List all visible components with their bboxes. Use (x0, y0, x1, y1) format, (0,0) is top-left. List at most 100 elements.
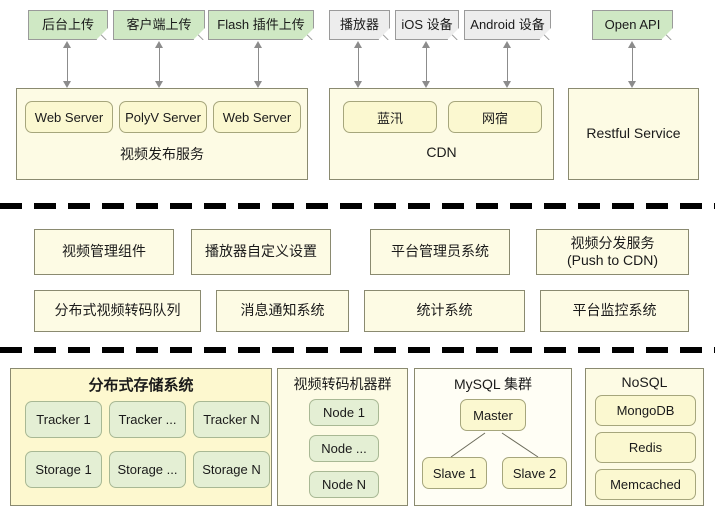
note-label: Open API (604, 16, 661, 32)
arrow-head-up-icon (354, 41, 362, 48)
chip-label: Web Server (222, 109, 292, 125)
box-label: 消息通知系统 (240, 302, 325, 319)
note-backend-upload[interactable]: 后台上传 (28, 10, 108, 40)
chip-web-server-2[interactable]: Web Server (213, 101, 301, 133)
chip-label: Master (473, 407, 513, 423)
arrow-head-up-icon (422, 41, 430, 48)
arrow-head-up-icon (155, 41, 163, 48)
panel-distributed-storage-system[interactable]: 分布式存储系统 Tracker 1 Tracker ... Tracker N … (10, 368, 272, 506)
fold-corner-icon (96, 28, 108, 40)
arrow-head-down-icon (155, 81, 163, 88)
chip-label: Storage 1 (35, 462, 92, 477)
chip-label: Slave 2 (512, 465, 557, 481)
panel-title-mysql-cluster: MySQL 集群 (453, 376, 533, 392)
arrow-android-to-cdn (503, 41, 512, 88)
arrow-head-down-icon (254, 81, 262, 88)
chip-storage-1[interactable]: Storage 1 (25, 451, 102, 488)
chip-label: Node N (321, 477, 367, 492)
box-message-notification-system[interactable]: 消息通知系统 (216, 290, 349, 332)
container-caption-restful-service: Restful Service (586, 125, 681, 141)
chip-node-1[interactable]: Node 1 (309, 399, 379, 426)
box-video-management-component[interactable]: 视频管理组件 (34, 229, 174, 275)
note-flash-plugin-upload[interactable]: Flash 插件上传 (208, 10, 314, 40)
section-separator-bottom (0, 347, 715, 353)
chip-web-server-1[interactable]: Web Server (25, 101, 113, 133)
chip-label: Redis (628, 440, 663, 455)
chip-storage-n[interactable]: Storage N (193, 451, 270, 488)
arrow-shaft (632, 46, 633, 83)
container-video-publish-service[interactable]: Web Server PolyV Server Web Server 视频发布服… (16, 88, 308, 180)
chip-label: Tracker 1 (36, 412, 91, 427)
arrow-head-down-icon (354, 81, 362, 88)
chip-redis[interactable]: Redis (595, 432, 696, 463)
note-label: Android 设备 (470, 16, 545, 32)
container-caption-cdn: CDN (426, 144, 457, 160)
box-platform-admin-system[interactable]: 平台管理员系统 (370, 229, 510, 275)
box-platform-monitoring-system[interactable]: 平台监控系统 (540, 290, 689, 332)
box-label: 视频管理组件 (62, 243, 146, 260)
arrow-head-down-icon (628, 81, 636, 88)
arrow-head-up-icon (628, 41, 636, 48)
chip-mysql-slave-1[interactable]: Slave 1 (422, 457, 487, 489)
panel-nosql[interactable]: NoSQL MongoDB Redis Memcached (585, 368, 704, 506)
arrow-shaft (358, 46, 359, 83)
chip-label: 网宿 (481, 110, 508, 126)
box-distributed-transcode-queue[interactable]: 分布式视频转码队列 (34, 290, 201, 332)
panel-video-transcode-machine-group[interactable]: 视频转码机器群 Node 1 Node ... Node N (277, 368, 408, 506)
chip-label: Tracker ... (118, 412, 177, 427)
arrow-backend-upload-to-webserver (63, 41, 72, 88)
chip-mysql-master[interactable]: Master (460, 399, 526, 431)
chip-polyv-server[interactable]: PolyV Server (119, 101, 207, 133)
chip-tracker-ellipsis[interactable]: Tracker ... (109, 401, 186, 438)
chip-memcached[interactable]: Memcached (595, 469, 696, 500)
note-ios-device[interactable]: iOS 设备 (395, 10, 459, 40)
fold-corner-icon (661, 28, 673, 40)
note-open-api[interactable]: Open API (592, 10, 673, 40)
box-label: 播放器自定义设置 (205, 243, 317, 260)
note-client-upload[interactable]: 客户端上传 (113, 10, 205, 40)
note-player[interactable]: 播放器 (329, 10, 390, 40)
box-label: 平台管理员系统 (391, 243, 489, 260)
chip-mongodb[interactable]: MongoDB (595, 395, 696, 426)
box-label: 统计系统 (416, 302, 473, 319)
container-caption-video-publish-service: 视频发布服务 (120, 146, 204, 162)
chip-label: PolyV Server (125, 109, 201, 125)
arrow-ios-to-cdn (422, 41, 431, 88)
chip-label: Node ... (321, 441, 367, 456)
chip-mysql-slave-2[interactable]: Slave 2 (502, 457, 567, 489)
panel-title-distributed-storage-system: 分布式存储系统 (88, 377, 194, 394)
box-label: 视频分发服务 (Push to CDN) (566, 234, 659, 269)
box-video-distribution-service[interactable]: 视频分发服务 (Push to CDN) (536, 229, 689, 275)
note-android-device[interactable]: Android 设备 (464, 10, 551, 40)
arrow-player-to-cdn (354, 41, 363, 88)
chip-storage-ellipsis[interactable]: Storage ... (109, 451, 186, 488)
chip-tracker-1[interactable]: Tracker 1 (25, 401, 102, 438)
chip-lanxun[interactable]: 蓝汛 (343, 101, 437, 133)
arrow-head-down-icon (63, 81, 71, 88)
chip-tracker-n[interactable]: Tracker N (193, 401, 270, 438)
box-label: 分布式视频转码队列 (54, 302, 181, 319)
panel-title-video-transcode-machine-group: 视频转码机器群 (293, 376, 392, 392)
box-player-custom-settings[interactable]: 播放器自定义设置 (191, 229, 331, 275)
note-label: Flash 插件上传 (217, 16, 305, 32)
arrow-head-down-icon (503, 81, 511, 88)
box-statistics-system[interactable]: 统计系统 (364, 290, 525, 332)
chip-node-n[interactable]: Node N (309, 471, 379, 498)
container-cdn[interactable]: 蓝汛 网宿 CDN (329, 88, 554, 180)
arrow-shaft (67, 46, 68, 83)
chip-label: 蓝汛 (376, 110, 403, 126)
chip-label: Tracker N (203, 412, 260, 427)
chip-node-ellipsis[interactable]: Node ... (309, 435, 379, 462)
panel-mysql-cluster[interactable]: MySQL 集群 Master Slave 1 Slave 2 (414, 368, 572, 506)
chip-label: Web Server (34, 109, 104, 125)
chip-wangsu[interactable]: 网宿 (448, 101, 542, 133)
panel-title-nosql: NoSQL (621, 374, 668, 390)
arrow-shaft (507, 46, 508, 83)
note-label: 播放器 (339, 16, 379, 32)
arrow-flash-upload-to-webserver (254, 41, 263, 88)
chip-label: MongoDB (616, 403, 675, 418)
arrow-head-up-icon (63, 41, 71, 48)
container-restful-service[interactable]: Restful Service (568, 88, 699, 180)
box-label: 平台监控系统 (572, 302, 657, 319)
